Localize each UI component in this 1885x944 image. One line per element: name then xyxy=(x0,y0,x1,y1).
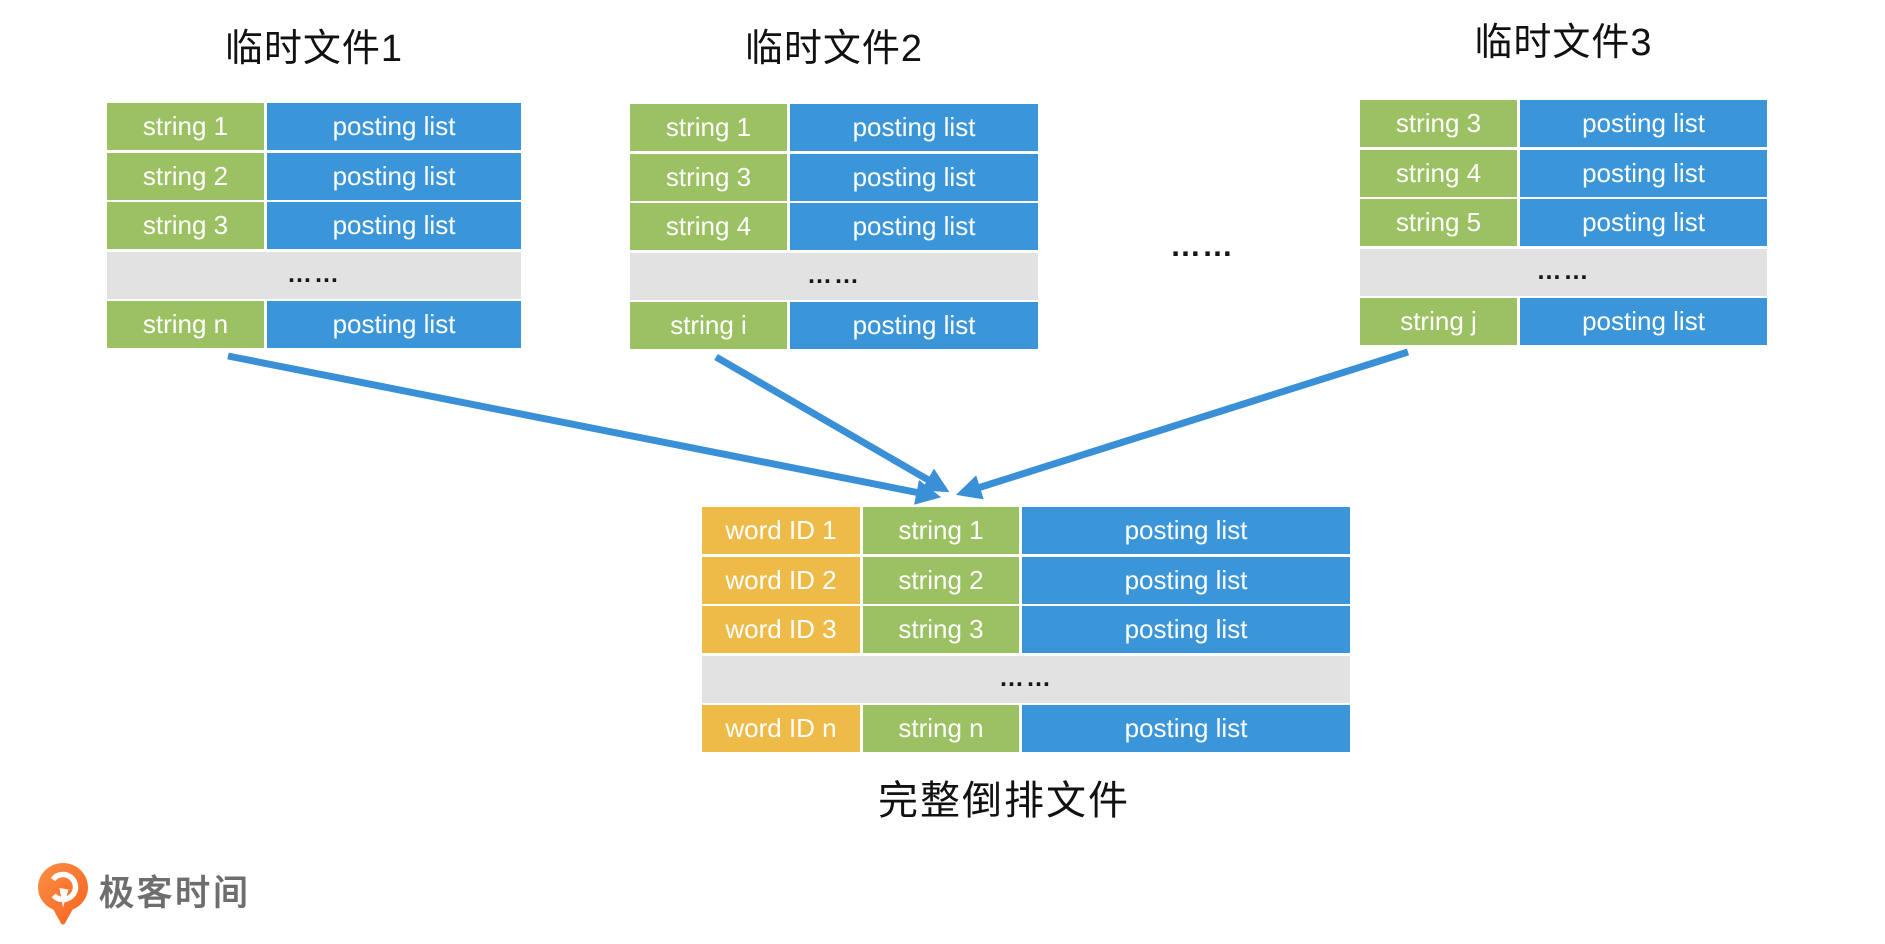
arrow-from-temp-file-3 xyxy=(955,348,1410,500)
string-cell: string 4 xyxy=(1360,149,1517,197)
word-id-cell: word ID 3 xyxy=(702,606,860,654)
posting-list-cell: posting list xyxy=(1022,606,1350,654)
string-cell: string 3 xyxy=(863,606,1019,654)
string-cell: string 1 xyxy=(107,103,264,150)
temp-file-1-title: 临时文件1 xyxy=(224,28,404,70)
string-cell: string 4 xyxy=(630,203,787,251)
posting-list-cell: posting list xyxy=(790,203,1038,251)
posting-list-cell: posting list xyxy=(1022,507,1350,554)
posting-list-cell: posting list xyxy=(267,301,521,349)
string-cell: string 2 xyxy=(107,152,264,200)
word-id-cell: word ID n xyxy=(702,705,860,753)
merged-table-title: 完整倒排文件 xyxy=(878,779,1130,823)
string-cell: string 1 xyxy=(630,104,787,151)
temp-file-2-title: 临时文件2 xyxy=(744,28,924,70)
string-cell: string j xyxy=(1360,298,1517,346)
posting-list-cell: posting list xyxy=(1520,298,1767,346)
posting-list-cell: posting list xyxy=(790,302,1038,350)
ellipsis-row: …… xyxy=(107,251,521,299)
string-cell: string 3 xyxy=(630,153,787,201)
string-cell: string 2 xyxy=(863,556,1019,604)
ellipsis-row: …… xyxy=(702,655,1350,703)
geektime-logo-text: 极客时间 xyxy=(99,874,252,913)
more-temp-files-ellipsis: …… xyxy=(1170,228,1234,263)
ellipsis-row: …… xyxy=(1360,248,1767,296)
arrow-from-temp-file-2 xyxy=(714,353,950,493)
string-cell: string 5 xyxy=(1360,199,1517,247)
posting-list-cell: posting list xyxy=(1520,199,1767,247)
ellipsis-row: …… xyxy=(630,252,1038,300)
posting-list-cell: posting list xyxy=(790,153,1038,201)
word-id-cell: word ID 2 xyxy=(702,556,860,604)
string-cell: string 3 xyxy=(1360,100,1517,147)
posting-list-cell: posting list xyxy=(1022,705,1350,753)
string-cell: string n xyxy=(863,705,1019,753)
posting-list-cell: posting list xyxy=(790,104,1038,151)
posting-list-cell: posting list xyxy=(267,103,521,150)
posting-list-cell: posting list xyxy=(1022,556,1350,604)
posting-list-cell: posting list xyxy=(1520,149,1767,197)
posting-list-cell: posting list xyxy=(267,202,521,250)
arrow-from-temp-file-1 xyxy=(227,352,942,505)
posting-list-cell: posting list xyxy=(1520,100,1767,147)
string-cell: string i xyxy=(630,302,787,350)
string-cell: string 3 xyxy=(107,202,264,250)
string-cell: string 1 xyxy=(863,507,1019,554)
posting-list-cell: posting list xyxy=(267,152,521,200)
geektime-logo: 极客时间 xyxy=(37,862,251,926)
word-id-cell: word ID 1 xyxy=(702,507,860,554)
geektime-logo-icon xyxy=(38,863,88,925)
string-cell: string n xyxy=(107,301,264,349)
temp-file-3-title: 临时文件3 xyxy=(1474,22,1653,64)
